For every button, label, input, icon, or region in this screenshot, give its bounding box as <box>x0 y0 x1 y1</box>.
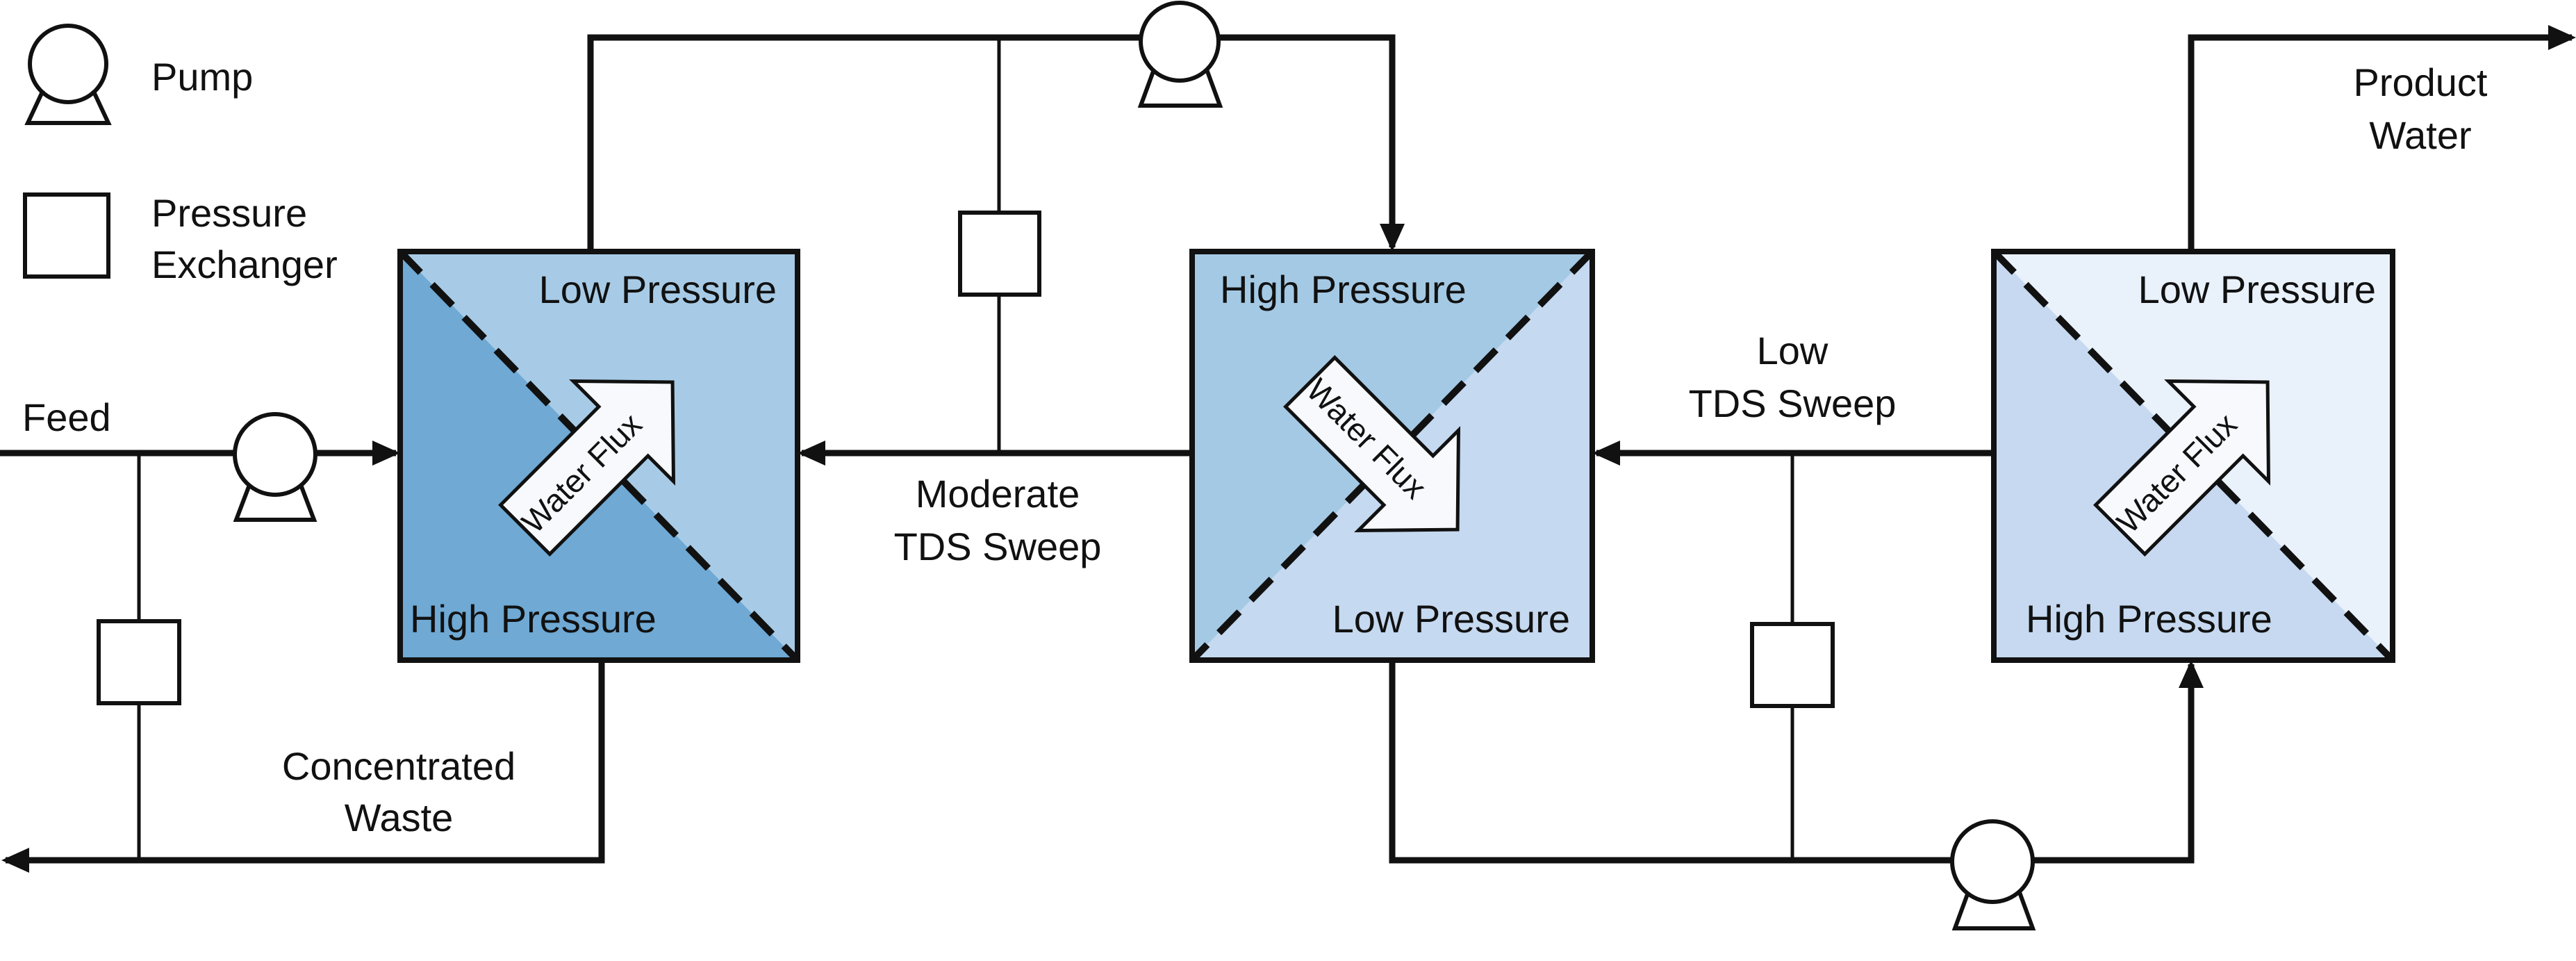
module-2-bottom-label: Low Pressure <box>1332 597 1570 641</box>
module-2-flux-arrow: Water Flux <box>1283 355 1461 533</box>
moderate-sweep-label-1: Moderate <box>916 472 1080 516</box>
legend: Pump Pressure Exchanger <box>23 24 338 286</box>
legend-pressure-exchanger-label-1: Pressure <box>151 191 307 235</box>
module-1-bottom-label: High Pressure <box>410 597 657 641</box>
module-2: High Pressure Low Pressure Water Flux <box>1189 249 1595 663</box>
concentrated-waste-label-2: Waste <box>345 796 454 839</box>
concentrated-waste-label-1: Concentrated <box>282 744 515 788</box>
pressure-exchanger-feed-icon <box>97 619 181 705</box>
top-loop-line <box>587 34 1405 252</box>
pump-top-icon <box>1137 1 1223 108</box>
pump-bottom-icon <box>1950 819 2036 930</box>
piping <box>0 25 2576 873</box>
legend-pump-icon <box>24 24 112 125</box>
module-1-top-label: Low Pressure <box>539 268 777 311</box>
product-water-label-1: Product <box>2354 60 2488 104</box>
module-3-top-label: Low Pressure <box>2138 268 2376 311</box>
low-sweep-label-2: TDS Sweep <box>1689 381 1897 425</box>
pressure-exchanger-bottom-icon <box>1750 622 1835 708</box>
pump-feed-icon <box>233 412 317 522</box>
module-3-bottom-label: High Pressure <box>2026 597 2272 641</box>
low-sweep-label-1: Low <box>1757 329 1828 372</box>
concentrated-waste-line <box>1 660 605 873</box>
product-water-line <box>2188 25 2576 252</box>
legend-pump-label: Pump <box>151 55 253 99</box>
module-2-top-label: High Pressure <box>1220 268 1467 311</box>
pressure-exchanger-top-icon <box>958 211 1041 297</box>
module-1: Low Pressure High Pressure Water Flux <box>397 249 800 663</box>
legend-pressure-exchanger-icon <box>23 192 110 279</box>
moderate-sweep-label-2: TDS Sweep <box>894 525 1102 568</box>
legend-pressure-exchanger-label-2: Exchanger <box>151 243 338 286</box>
bottom-loop-line <box>1389 660 2204 864</box>
product-water-label-2: Water <box>2369 113 2471 157</box>
module-3: Low Pressure High Pressure Water Flux <box>1991 249 2395 663</box>
feed-label: Feed <box>22 395 111 439</box>
